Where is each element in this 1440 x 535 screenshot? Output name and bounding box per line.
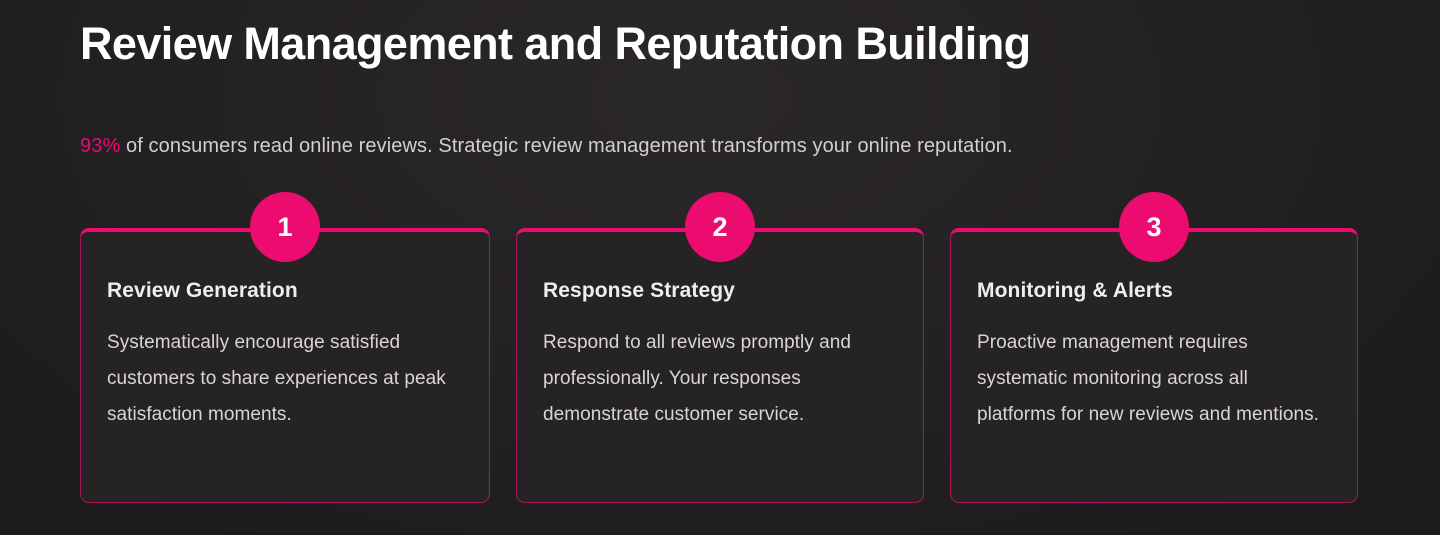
card-review-generation[interactable]: 1 Review Generation Systematically encou…	[80, 192, 490, 503]
card-step-badge: 3	[1119, 192, 1189, 262]
card-title: Monitoring & Alerts	[977, 279, 1173, 302]
stat-highlight: 93%	[80, 135, 121, 157]
card-step-badge: 2	[685, 192, 755, 262]
card-monitoring-alerts[interactable]: 3 Monitoring & Alerts Proactive manageme…	[950, 192, 1358, 503]
page-title: Review Management and Reputation Buildin…	[80, 18, 1031, 69]
card-body: Systematically encourage satisfied custo…	[107, 332, 446, 425]
subtitle-text: of consumers read online reviews. Strate…	[120, 135, 1013, 157]
card-body: Proactive management requires systematic…	[977, 332, 1319, 425]
subtitle: 93% of consumers read online reviews. St…	[80, 131, 1013, 161]
card-response-strategy[interactable]: 2 Response Strategy Respond to all revie…	[516, 192, 924, 503]
card-body: Respond to all reviews promptly and prof…	[543, 332, 852, 425]
card-row: 1 Review Generation Systematically encou…	[80, 192, 1358, 503]
card-step-badge: 1	[250, 192, 320, 262]
card-title: Response Strategy	[543, 279, 735, 302]
card-title: Review Generation	[107, 279, 298, 302]
